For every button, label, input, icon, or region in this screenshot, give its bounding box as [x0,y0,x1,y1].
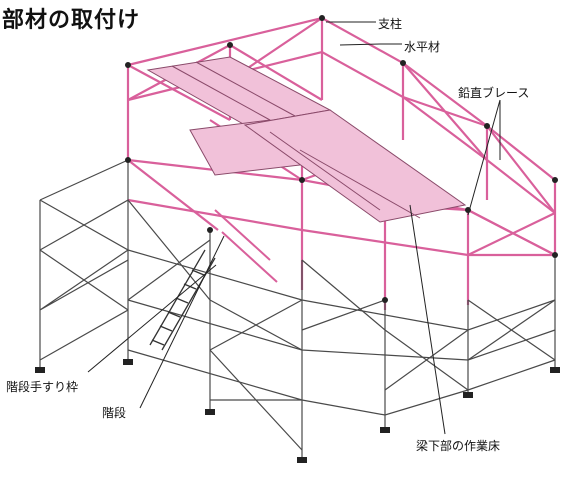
leader-stair-handrail-frame [87,264,217,373]
stairs-label: 階段 [102,406,127,420]
page-title: 部材の取付け [2,8,141,33]
leader-lines [87,21,501,435]
leader-vertical-brace-1 [467,99,501,216]
work-floor-under-beam-label: 梁下部の作業床 [416,439,501,453]
leader-horizontal-member [339,43,402,46]
stair-assembly [149,209,278,351]
clamp-joints [125,15,558,303]
base-jacks [35,359,560,463]
leader-stairs [139,235,225,409]
leader-work-floor [409,204,446,435]
vertical-brace-label: 鉛直ブレース [458,86,530,100]
work-decks [146,56,467,223]
horizontal-member-label: 水平材 [404,40,441,54]
stair-handrail-frame-label: 階段手すり枠 [6,380,79,394]
lower-frame [39,159,556,460]
support-post-label: 支柱 [378,17,403,31]
